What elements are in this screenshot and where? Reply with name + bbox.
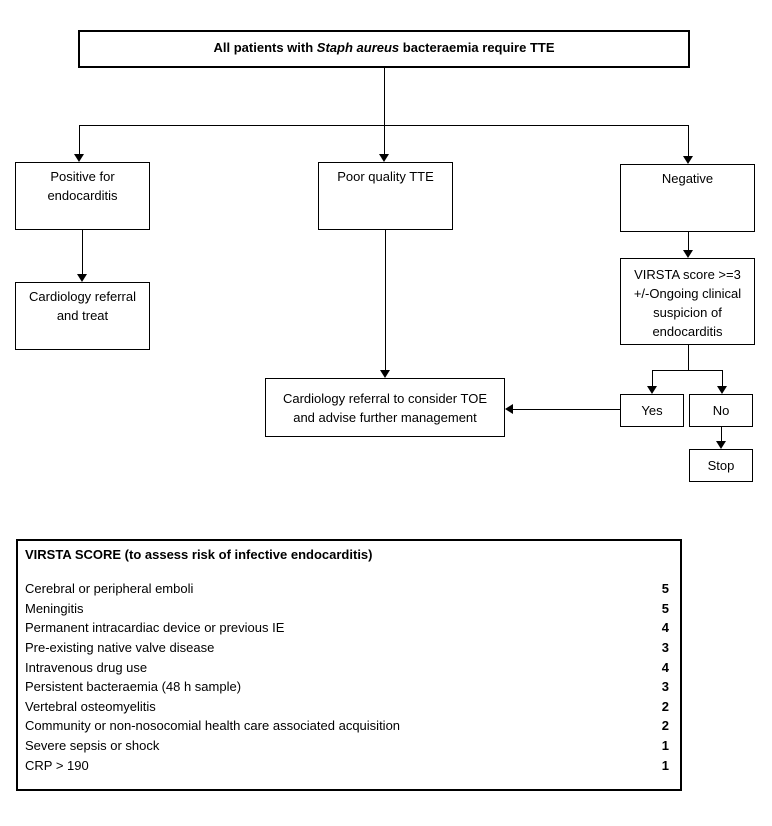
virsta-line1: VIRSTA score >=3: [634, 267, 741, 282]
row-label: Intravenous drug use: [25, 659, 148, 675]
row-score: 3: [661, 640, 669, 656]
toe-line2: and advise further management: [293, 409, 477, 425]
table-row: Persistent bacteraemia (48 h sample) 3: [18, 677, 680, 697]
table-row: Intravenous drug use 4: [18, 657, 680, 677]
row-label: Persistent bacteraemia (48 h sample): [25, 679, 242, 695]
row-label: Vertebral osteomyelitis: [25, 698, 156, 714]
flow-box-poor-quality: Poor quality TTE: [318, 162, 453, 230]
row-score: 5: [661, 581, 669, 597]
row-score: 4: [661, 620, 669, 636]
treat-line1: Cardiology referral: [29, 289, 136, 304]
no-label: No: [712, 403, 730, 418]
flow-box-toe-referral: Cardiology referral to consider TOE and …: [265, 378, 505, 437]
yes-label: Yes: [641, 403, 663, 418]
flow-box-virsta-criteria: VIRSTA score >=3 +/-Ongoing clinical sus…: [620, 258, 755, 345]
table-row: Vertebral osteomyelitis 2: [18, 697, 680, 717]
connector-virsta-down: [688, 345, 689, 370]
row-label: Meningitis: [25, 600, 84, 616]
row-label: CRP > 190: [25, 757, 89, 773]
virsta-line3: suspicion of: [653, 305, 722, 320]
table-row: Cerebral or peripheral emboli 5: [18, 579, 680, 599]
connector-no-to-stop: [721, 427, 722, 441]
row-score: 4: [661, 659, 669, 675]
flow-box-stop: Stop: [689, 449, 753, 482]
arrowhead-into-virsta: [683, 250, 693, 258]
top-box-text-after: bacteraemia require TTE: [399, 40, 555, 55]
virsta-line4: endocarditis: [652, 324, 723, 339]
row-score: 2: [661, 718, 669, 734]
arrowhead-into-negative: [683, 156, 693, 164]
connector-no-down: [722, 370, 723, 386]
stop-label: Stop: [707, 458, 735, 473]
row-score: 1: [661, 757, 669, 773]
connector-top-vertical: [384, 68, 385, 125]
virsta-score-table: VIRSTA SCORE (to assess risk of infectiv…: [16, 539, 682, 791]
arrowhead-into-no: [717, 386, 727, 394]
positive-line1: Positive for: [50, 169, 115, 184]
arrowhead-into-yes: [647, 386, 657, 394]
top-box-text-italic: Staph aureus: [316, 40, 400, 55]
row-label: Pre-existing native valve disease: [25, 640, 215, 656]
flow-box-cardiology-treat: Cardiology referral and treat: [15, 282, 150, 350]
connector-poor-down: [385, 229, 386, 370]
row-score: 3: [661, 679, 669, 695]
toe-line1: Cardiology referral to consider TOE: [282, 390, 487, 406]
arrowhead-into-toe-right: [505, 404, 513, 414]
row-label: Community or non-nosocomial health care …: [25, 718, 401, 734]
poor-label: Poor quality TTE: [337, 169, 434, 184]
flow-box-positive: Positive for endocarditis: [15, 162, 150, 230]
row-score: 2: [661, 698, 669, 714]
treat-line2: and treat: [56, 308, 109, 323]
row-label: Severe sepsis or shock: [25, 738, 160, 754]
connector-right-branch: [688, 125, 689, 156]
connector-left-branch: [79, 125, 80, 154]
connector-yes-to-toe: [513, 409, 620, 410]
row-score: 5: [661, 600, 669, 616]
table-row: Pre-existing native valve disease 3: [18, 638, 680, 658]
row-score: 1: [661, 738, 669, 754]
connector-positive-down: [82, 230, 83, 274]
top-box-text-before: All patients with: [213, 40, 317, 55]
arrowhead-into-positive: [74, 154, 84, 162]
connector-yes-down: [652, 370, 653, 386]
score-table-title: VIRSTA SCORE (to assess risk of infectiv…: [25, 547, 373, 562]
row-label: Permanent intracardiac device or previou…: [25, 620, 285, 636]
table-row: Community or non-nosocomial health care …: [18, 716, 680, 736]
arrowhead-into-toe-top: [380, 370, 390, 378]
negative-label: Negative: [661, 171, 714, 186]
table-row: CRP > 190 1: [18, 755, 680, 775]
positive-line2: endocarditis: [47, 188, 118, 203]
connector-middle-branch: [384, 125, 385, 154]
flow-box-no: No: [689, 394, 753, 427]
row-label: Cerebral or peripheral emboli: [25, 581, 194, 597]
score-table-rows: Cerebral or peripheral emboli 5 Meningit…: [18, 579, 680, 775]
connector-negative-down: [688, 232, 689, 250]
table-row: Permanent intracardiac device or previou…: [18, 618, 680, 638]
connector-yesno-horizontal: [652, 370, 723, 371]
flow-box-negative: Negative: [620, 164, 755, 232]
flow-box-yes: Yes: [620, 394, 684, 427]
table-row: Meningitis 5: [18, 599, 680, 619]
arrowhead-into-stop: [716, 441, 726, 449]
arrowhead-into-treat: [77, 274, 87, 282]
arrowhead-into-poor: [379, 154, 389, 162]
table-row: Severe sepsis or shock 1: [18, 736, 680, 756]
virsta-line2: +/-Ongoing clinical: [633, 286, 742, 301]
flow-box-all-patients: All patients with Staph aureus bacteraem…: [78, 30, 690, 68]
